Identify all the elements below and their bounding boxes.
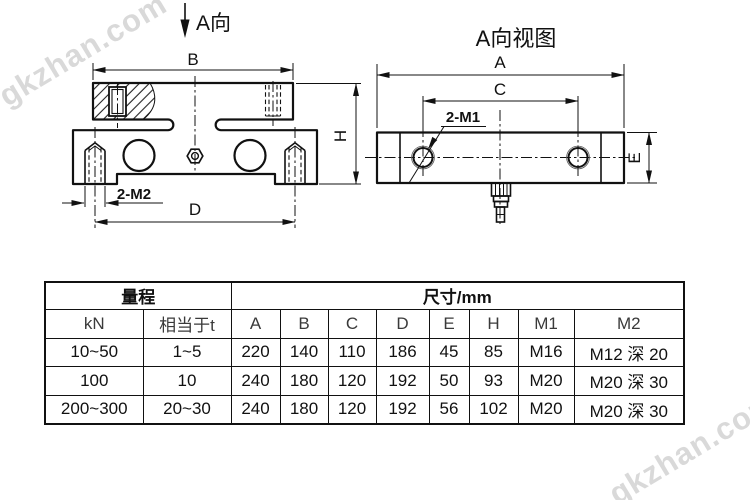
cell-a: 240: [230, 394, 281, 425]
side-view-drawing: A向: [62, 3, 361, 228]
cell-kn: 10~50: [44, 337, 144, 367]
shear-web-holes: [122, 138, 267, 173]
cable-gland: [490, 182, 512, 223]
cell-a: 220: [230, 337, 281, 367]
cell-d: 192: [375, 365, 430, 396]
col-header-e: E: [428, 308, 470, 339]
cell-m1: M20: [517, 394, 575, 425]
cell-h: 93: [468, 365, 519, 396]
cell-equiv-t: 1~5: [142, 337, 232, 367]
cell-m1: M16: [517, 337, 575, 367]
cell-e: 45: [428, 337, 470, 367]
cell-m2: M20 深 30: [573, 394, 685, 425]
col-header-d: D: [375, 308, 430, 339]
dim-label-c: C: [494, 80, 506, 99]
thread-callout-m2: 2-M2: [62, 186, 163, 206]
dimension-a: A: [376, 53, 625, 128]
dim-label-h: H: [331, 130, 350, 142]
cell-m1: M20: [517, 365, 575, 396]
cell-d: 192: [375, 394, 430, 425]
thread-hole-right: [566, 96, 590, 178]
cell-m2: M12 深 20: [573, 337, 685, 367]
view-title: A向视图: [476, 26, 557, 51]
cell-e: 56: [428, 394, 470, 425]
hidden-threaded-hole: [264, 81, 282, 126]
size-group-header: 尺寸/mm: [230, 281, 685, 310]
cell-d: 186: [375, 337, 430, 367]
cell-kn: 200~300: [44, 394, 144, 425]
cell-m2: M20 深 30: [573, 365, 685, 396]
thread-hole-left: [411, 96, 435, 178]
cell-kn: 100: [44, 365, 144, 396]
dim-label-a: A: [494, 53, 506, 72]
table-row: 量程 尺寸/mm: [44, 281, 685, 310]
thread-callout-m2-label: 2-M2: [117, 186, 151, 203]
cell-b: 180: [279, 394, 329, 425]
view-direction-arrow: [180, 3, 190, 38]
cell-b: 180: [279, 365, 329, 396]
mount-slot-section: [108, 84, 127, 128]
cell-equiv-t: 20~30: [142, 394, 232, 425]
cell-b: 140: [279, 337, 329, 367]
cell-c: 120: [327, 394, 377, 425]
col-header-c: C: [327, 308, 377, 339]
cell-a: 240: [230, 365, 281, 396]
mounting-stud-left: [84, 127, 106, 228]
dimension-b: B: [92, 50, 294, 80]
cell-h: 85: [468, 337, 519, 367]
col-header-h: H: [468, 308, 519, 339]
range-group-header: 量程: [44, 281, 232, 310]
dimension-e: E: [625, 132, 657, 184]
table-row: 10~50 1~5 220 140 110 186 45 85 M16 M12 …: [44, 337, 685, 367]
col-header-kn: kN: [44, 308, 144, 339]
cell-e: 50: [428, 365, 470, 396]
dimension-d: D: [94, 200, 296, 225]
col-header-m2: M2: [573, 308, 685, 339]
col-header-a: A: [230, 308, 281, 339]
cell-c: 110: [327, 337, 377, 367]
col-header-equiv-t: 相当于t: [142, 308, 232, 339]
dim-label-d: D: [189, 200, 201, 219]
dim-label-b: B: [187, 50, 198, 69]
cell-c: 120: [327, 365, 377, 396]
cell-h: 102: [468, 394, 519, 425]
col-header-b: B: [279, 308, 329, 339]
body-outline: [71, 81, 319, 186]
table-row: 100 10 240 180 120 192 50 93 M20 M20 深 3…: [44, 365, 685, 396]
thread-callout-m1: 2-M1: [408, 109, 486, 184]
table-row: kN 相当于t A B C D E H M1 M2: [44, 308, 685, 339]
col-header-m1: M1: [517, 308, 575, 339]
spec-table: 量程 尺寸/mm kN 相当于t A B C D E H M1 M2 10~50…: [44, 281, 686, 425]
view-direction-label: A向: [196, 12, 231, 35]
table-row: 200~300 20~30 240 180 120 192 56 102 M20…: [44, 394, 685, 425]
cell-equiv-t: 10: [142, 365, 232, 396]
dimension-c: C: [422, 80, 579, 104]
dimension-h: H: [296, 83, 361, 185]
a-direction-view-drawing: A向视图 A C: [365, 26, 657, 227]
thread-callout-m1-label: 2-M1: [446, 109, 480, 126]
dim-label-e: E: [625, 152, 644, 163]
mounting-stud-right: [284, 127, 306, 228]
